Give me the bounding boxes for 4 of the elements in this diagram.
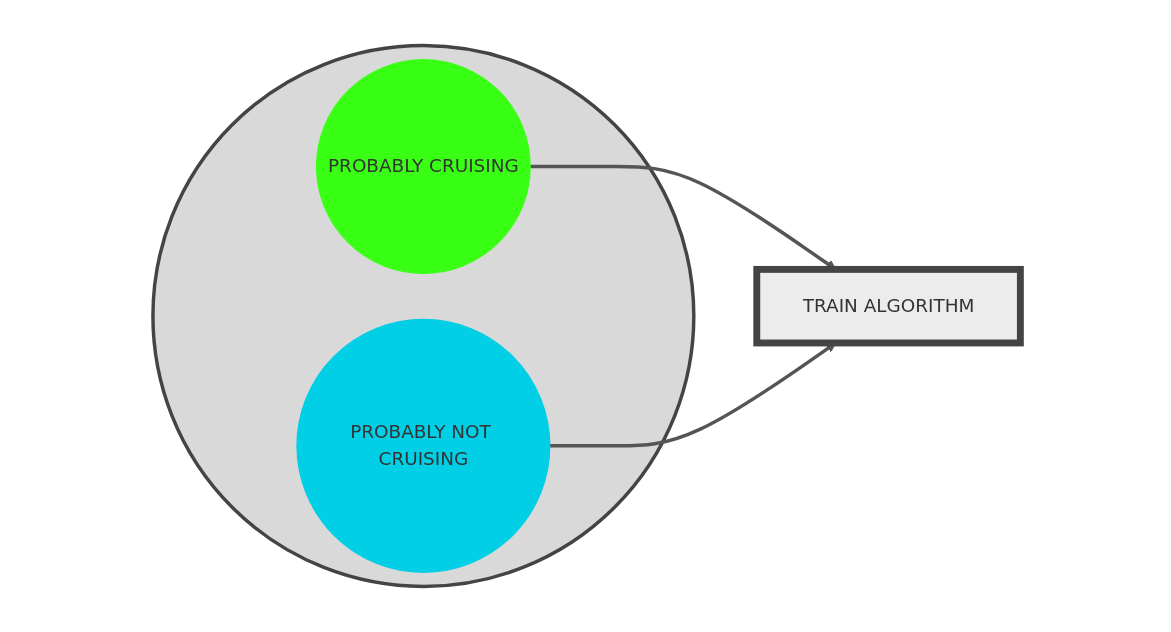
node-circle: PROBABLY NOT CRUISING (296, 318, 551, 573)
node-box: TRAIN ALGORITHM (753, 265, 1024, 347)
cluster (151, 43, 696, 589)
node-circle: PROBABLY CRUISING (315, 59, 531, 274)
